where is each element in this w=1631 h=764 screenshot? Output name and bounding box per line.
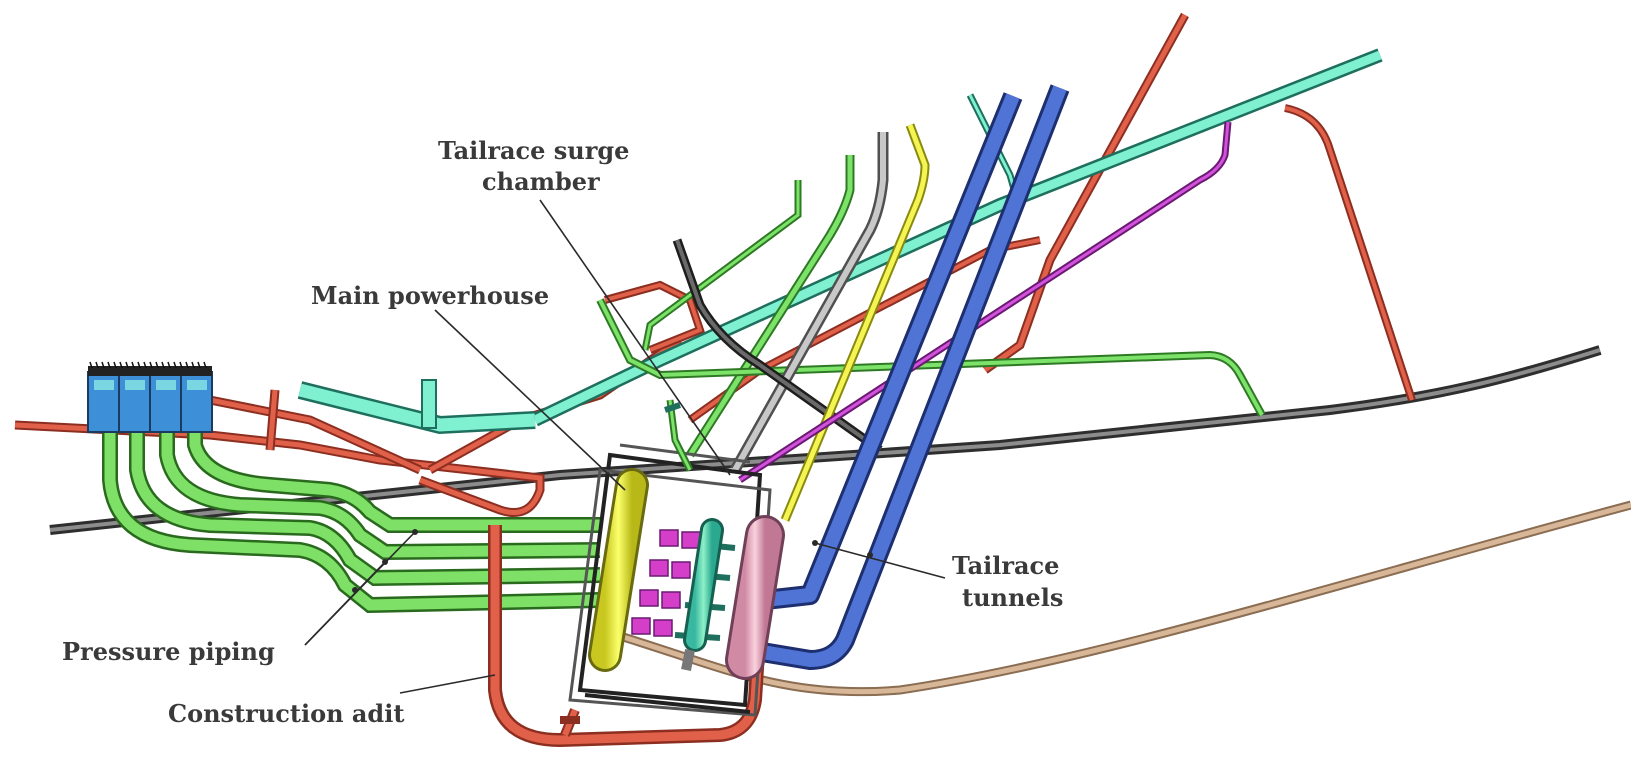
leader-main-powerhouse [434,309,626,491]
leader-construction-adit [399,674,496,694]
tailrace-surge-chamber [725,515,785,680]
label-construction-adit: Construction adit [168,699,404,728]
label-tailrace-tunnels-line2: tunnels [962,583,1063,612]
label-tailrace-surge-chamber-line2: chamber [482,167,600,196]
generator-units [631,529,701,637]
grey-tall-tunnel [730,132,889,473]
leader-tailrace-tunnels [814,542,946,579]
leader-tailrace-surge-chamber [539,199,731,476]
label-tailrace-surge-chamber-line1: Tailrace surge [438,136,629,165]
construction-adit-loop [488,525,767,748]
leader-pressure-piping-2 [304,561,386,646]
label-tailrace-tunnels-line1: Tailrace [952,551,1059,580]
adit-right-vertical [1284,104,1416,402]
intake-structure [87,361,213,433]
transformer-chamber [681,518,724,671]
label-main-powerhouse: Main powerhouse [311,281,549,310]
label-pressure-piping: Pressure piping [62,637,275,666]
pressure-piping-group [102,425,601,614]
main-powerhouse [588,468,649,672]
powerhouse-frame [568,443,772,717]
